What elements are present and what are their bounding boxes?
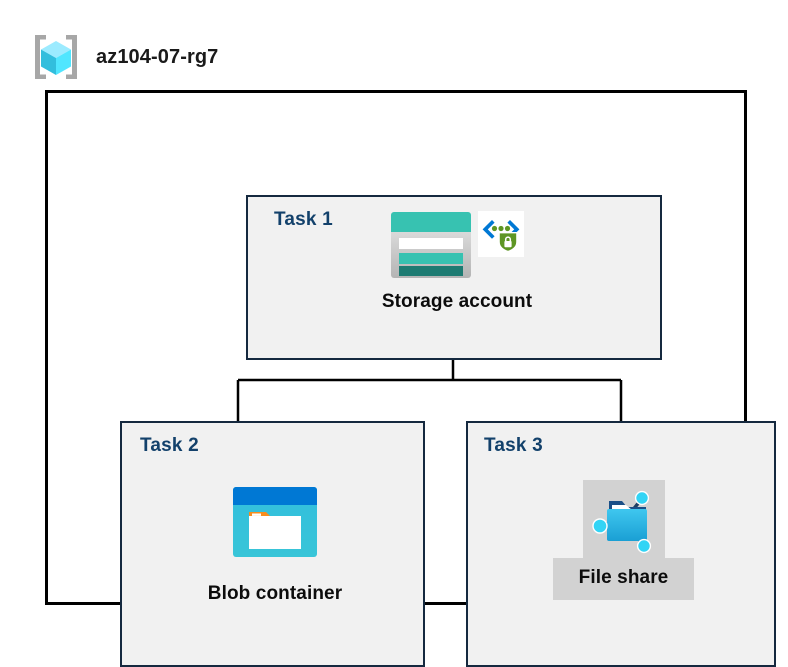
blob-container-node[interactable]: Blob container <box>202 486 348 605</box>
secure-endpoint-shield-icon <box>478 211 524 257</box>
resource-group-header: az104-07-rg7 <box>30 28 330 86</box>
task-2-box[interactable]: Task 2 Blob container <box>120 421 425 667</box>
storage-account-icon <box>391 212 471 278</box>
task-3-label: Task 3 <box>484 435 543 456</box>
file-share-icon <box>591 490 651 554</box>
file-share-node[interactable]: File share <box>552 480 695 600</box>
resource-group-title: az104-07-rg7 <box>96 45 219 68</box>
task-1-label: Task 1 <box>274 209 333 230</box>
task-1-box[interactable]: Task 1 <box>246 195 662 360</box>
file-share-icon-plate <box>582 480 665 558</box>
storage-account-node[interactable]: Storage account <box>347 211 567 313</box>
storage-account-caption: Storage account <box>381 291 533 312</box>
resource-group-icon <box>35 35 77 79</box>
blob-container-icon <box>233 487 317 557</box>
file-share-caption: File share <box>552 558 695 600</box>
blob-container-caption: Blob container <box>207 583 343 604</box>
task-3-box[interactable]: Task 3 <box>466 421 776 667</box>
resource-group-container: Task 1 <box>45 90 776 667</box>
task-2-label: Task 2 <box>140 435 199 456</box>
